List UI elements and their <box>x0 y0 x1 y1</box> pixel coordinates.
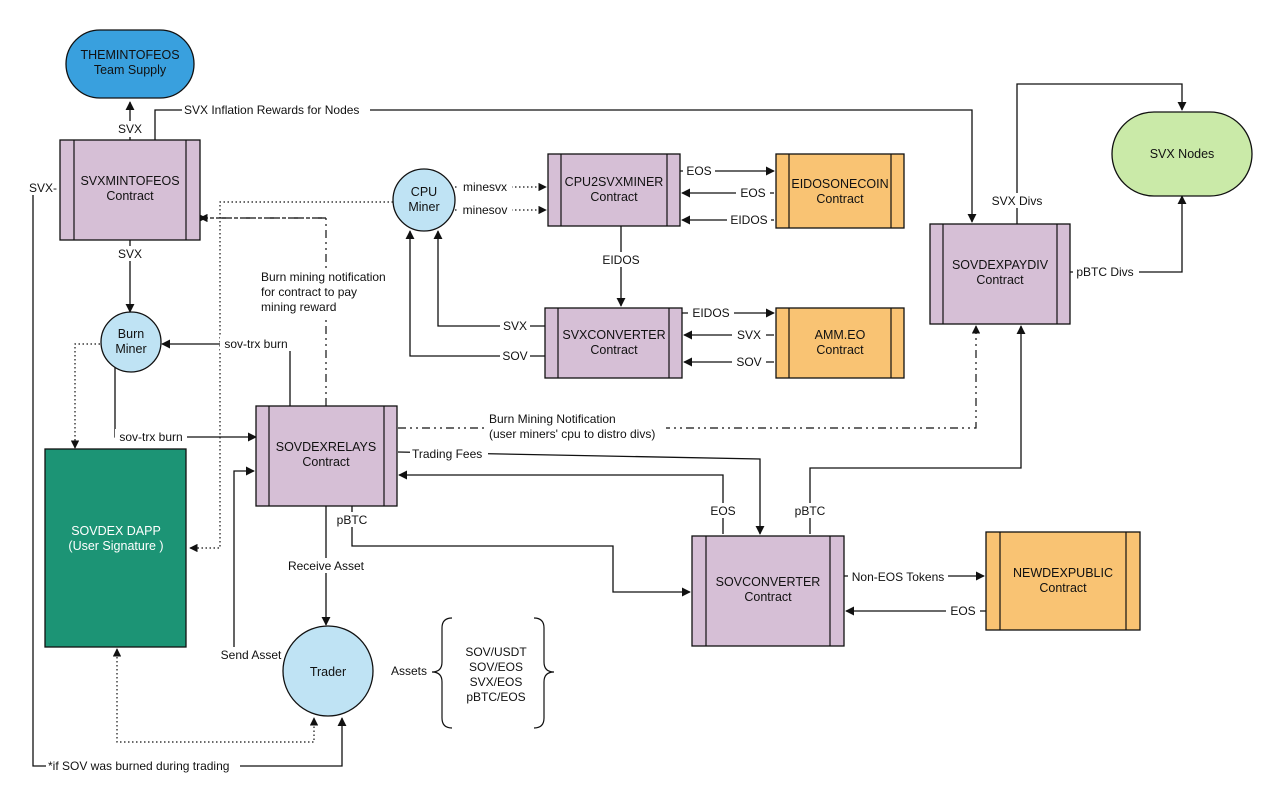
node-sovdexpaydiv-title: SOVDEXPAYDIV <box>952 258 1049 272</box>
edge-labels: SVX SVX Inflation Rewards for Nodes SVX-… <box>26 102 1139 773</box>
asset-item: SOV/EOS <box>469 660 523 674</box>
edge-burn-dapp <box>70 343 100 449</box>
node-newdexpublic[interactable]: NEWDEXPUBLIC Contract <box>985 531 1141 631</box>
label-sov-trx-burn-bottom: sov-trx burn <box>119 430 182 444</box>
asset-item: SVX/EOS <box>470 675 523 689</box>
node-burn-miner[interactable]: Burn Miner <box>100 311 162 373</box>
node-svxconverter-subtitle: Contract <box>590 343 638 357</box>
nodes: THEMINTOFEOS Team Supply SVXMINTOFEOS Co… <box>44 29 1253 729</box>
label-minesov: minesov <box>463 203 508 217</box>
node-eidosonecoin[interactable]: EIDOSONECOIN Contract <box>775 153 905 229</box>
node-eidosonecoin-title: EIDOSONECOIN <box>791 177 888 191</box>
node-cpu-miner-subtitle: Miner <box>408 200 439 214</box>
node-svxmintofeos-title: SVXMINTOFEOS <box>80 174 179 188</box>
node-cpu2svxminer[interactable]: CPU2SVXMINER Contract <box>547 153 681 227</box>
label-eidos-down: EIDOS <box>602 253 639 267</box>
label-sov-back: SOV <box>502 349 527 363</box>
label-burn-notif-2: for contract to pay <box>261 285 357 299</box>
node-burn-miner-subtitle: Miner <box>115 342 146 356</box>
node-trader[interactable]: Trader <box>282 625 374 717</box>
node-themintofeos-title: THEMINTOFEOS <box>80 48 179 62</box>
node-newdexpublic-title: NEWDEXPUBLIC <box>1013 566 1113 580</box>
node-eidosonecoin-subtitle: Contract <box>816 192 864 206</box>
label-eidos-to-amm: EIDOS <box>692 306 729 320</box>
label-svx-back: SVX <box>503 319 527 333</box>
node-burn-miner-title: Burn <box>118 327 144 341</box>
label-svx-divs: SVX Divs <box>992 194 1043 208</box>
node-cpu2svxminer-subtitle: Contract <box>590 190 638 204</box>
node-ammeo[interactable]: AMM.EO Contract <box>775 307 905 379</box>
node-svxmintofeos[interactable]: SVXMINTOFEOS Contract <box>59 139 201 241</box>
label-pbtc-down: pBTC <box>337 513 368 527</box>
label-eos-from-newdex: EOS <box>950 604 975 618</box>
node-sovdexrelays[interactable]: SOVDEXRELAYS Contract <box>255 405 398 507</box>
label-eos-from-eidos: EOS <box>740 186 765 200</box>
edge-svx-back <box>433 230 545 327</box>
label-pbtc-divs: pBTC Divs <box>1076 265 1133 279</box>
node-sovconverter-subtitle: Contract <box>744 590 792 604</box>
label-send-asset: Send Asset <box>221 648 282 662</box>
label-burn-mining-notif-2: (user miners' cpu to distro divs) <box>489 427 655 441</box>
label-svx-from-amm: SVX <box>737 328 761 342</box>
edge-sov-trx-burn-top <box>161 339 291 406</box>
node-svx-nodes[interactable]: SVX Nodes <box>1111 111 1253 197</box>
edge-svx-divs <box>1016 83 1187 226</box>
label-minesvx: minesvx <box>463 180 507 194</box>
label-eos-up: EOS <box>710 504 735 518</box>
node-sovdexrelays-subtitle: Contract <box>302 455 350 469</box>
node-svxconverter-title: SVXCONVERTER <box>562 328 665 342</box>
node-sovdex-dapp-subtitle: (User Signature ) <box>68 539 163 553</box>
node-themintofeos-subtitle: Team Supply <box>94 63 167 77</box>
assets-label: Assets <box>391 664 427 678</box>
label-svx-left: SVX- <box>29 181 57 195</box>
assets-brace-left <box>431 617 453 729</box>
label-burn-notif-1: Burn mining notification <box>261 270 386 284</box>
edge-eos-up <box>398 470 724 534</box>
label-svx-inflation: SVX Inflation Rewards for Nodes <box>184 103 359 117</box>
edge-svx-inflation <box>154 109 977 223</box>
node-cpu-miner-title: CPU <box>411 185 437 199</box>
node-themintofeos[interactable]: THEMINTOFEOS Team Supply <box>65 29 195 99</box>
node-svx-nodes-title: SVX Nodes <box>1150 147 1215 161</box>
label-burn-mining-notif-1: Burn Mining Notification <box>489 412 616 426</box>
label-eidos-from-eidos: EIDOS <box>730 213 767 227</box>
node-sovconverter[interactable]: SOVCONVERTER Contract <box>691 535 845 647</box>
edge-pbtc-down <box>351 506 691 597</box>
node-sovdex-dapp[interactable]: SOVDEX DAPP (User Signature ) <box>44 448 187 648</box>
edge-sov-back <box>405 230 545 357</box>
label-svx-to-team: SVX <box>118 122 142 136</box>
label-receive-asset: Receive Asset <box>288 559 365 573</box>
assets-brace-right <box>533 617 555 729</box>
label-svx-to-burn: SVX <box>118 247 142 261</box>
edge-trading-fees <box>397 451 765 535</box>
asset-item: pBTC/EOS <box>466 690 525 704</box>
label-trading-fees: Trading Fees <box>412 447 482 461</box>
label-non-eos-tokens: Non-EOS Tokens <box>852 570 945 584</box>
assets-group: Assets SOV/USDT SOV/EOS SVX/EOS pBTC/EOS <box>391 617 555 729</box>
node-ammeo-title: AMM.EO <box>815 328 866 342</box>
edge-sov-trx-burn-bottom <box>114 366 257 442</box>
node-sovdexpaydiv-subtitle: Contract <box>976 273 1024 287</box>
node-cpu2svxminer-title: CPU2SVXMINER <box>565 175 664 189</box>
node-cpu-miner[interactable]: CPU Miner <box>392 168 456 232</box>
asset-item: SOV/USDT <box>465 645 527 659</box>
label-burn-notif-3: mining reward <box>261 300 336 314</box>
label-sov-trx-burn-top: sov-trx burn <box>224 337 287 351</box>
node-ammeo-subtitle: Contract <box>816 343 864 357</box>
label-eos-to-eidos: EOS <box>686 164 711 178</box>
node-sovdex-dapp-title: SOVDEX DAPP <box>71 524 161 538</box>
node-newdexpublic-subtitle: Contract <box>1039 581 1087 595</box>
label-if-sov-burned: *if SOV was burned during trading <box>48 759 229 773</box>
label-sov-from-amm: SOV <box>736 355 761 369</box>
edge-pbtc-divs <box>1070 195 1187 273</box>
node-sovconverter-title: SOVCONVERTER <box>716 575 821 589</box>
edge-pbtc-up <box>809 325 1026 534</box>
node-sovdexpaydiv[interactable]: SOVDEXPAYDIV Contract <box>929 223 1071 325</box>
node-trader-title: Trader <box>310 665 346 679</box>
node-sovdexrelays-title: SOVDEXRELAYS <box>276 440 377 454</box>
node-svxconverter[interactable]: SVXCONVERTER Contract <box>544 307 683 379</box>
label-pbtc-up: pBTC <box>795 504 826 518</box>
node-svxmintofeos-subtitle: Contract <box>106 189 154 203</box>
